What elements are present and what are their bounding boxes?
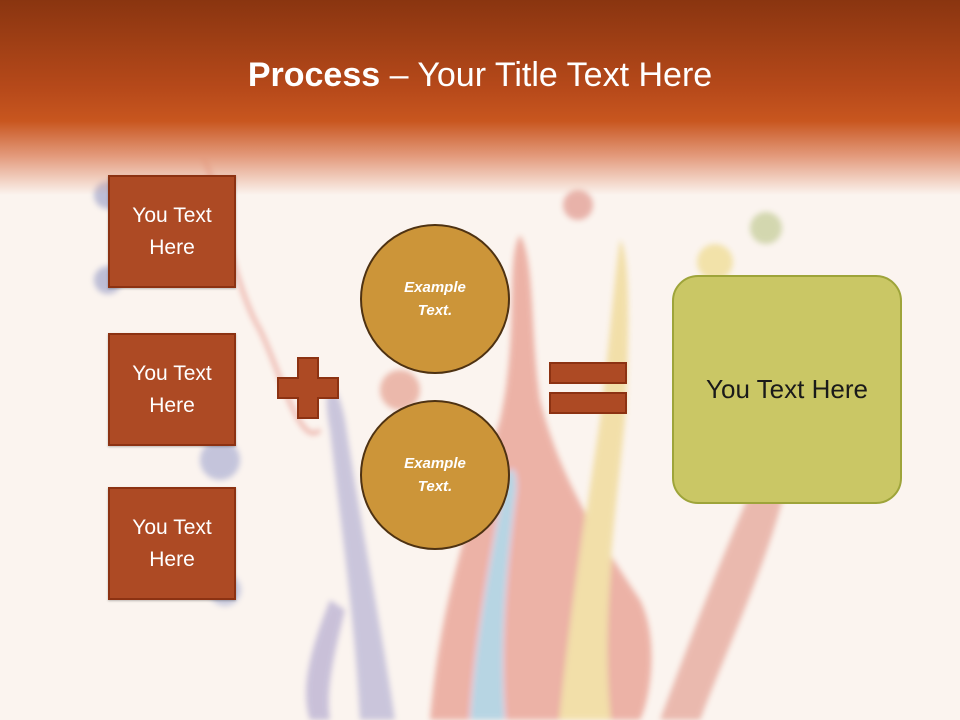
- result-box-label: You Text Here: [706, 374, 868, 404]
- plus-icon: [277, 357, 339, 419]
- title-separator: –: [380, 56, 418, 94]
- header-band: [0, 0, 960, 195]
- title-bold: Process: [247, 56, 381, 94]
- left-box-2: You Text Here: [108, 333, 236, 446]
- left-box-3: You Text Here: [108, 487, 236, 600]
- left-box-2-label: You Text Here: [132, 361, 212, 417]
- circle-1: Example Text.: [360, 224, 510, 374]
- left-box-3-label: You Text Here: [132, 515, 212, 571]
- result-box: You Text Here: [672, 275, 902, 504]
- circle-2-label: Example Text.: [404, 455, 466, 495]
- equals-icon: [549, 362, 627, 414]
- circle-2: Example Text.: [360, 400, 510, 550]
- title-rest: Your Title Text Here: [417, 56, 713, 94]
- left-box-1-label: You Text Here: [132, 203, 212, 259]
- circle-1-label: Example Text.: [404, 279, 466, 319]
- slide-title: Process – Your Title Text Here: [0, 52, 960, 98]
- left-box-1: You Text Here: [108, 175, 236, 288]
